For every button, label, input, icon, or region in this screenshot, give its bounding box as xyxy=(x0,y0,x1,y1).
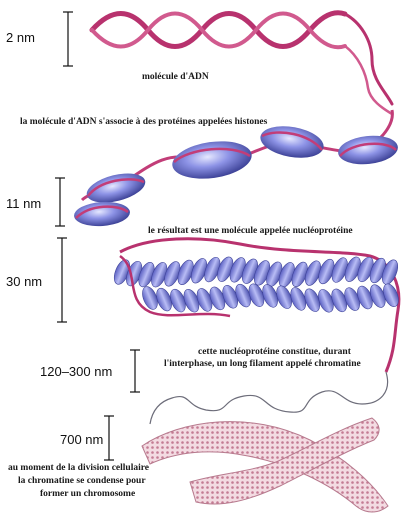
caption-chromatin-line1: cette nucléoprotéine constitue, durant xyxy=(198,346,408,358)
caption-division-line1: au moment de la division cellulaire xyxy=(8,462,228,474)
scale-label-11nm: 11 nm xyxy=(6,196,41,211)
caption-histones: la molécule d'ADN s'associe à des protéi… xyxy=(20,116,400,128)
scale-arrow-30nm xyxy=(57,238,67,322)
scale-label-30nm: 30 nm xyxy=(6,274,42,289)
chromatin-filament xyxy=(150,372,388,424)
caption-division-line3: former un chromosome xyxy=(40,488,230,500)
scale-label-120-300nm: 120–300 nm xyxy=(40,364,112,379)
dna-double-helix xyxy=(92,13,392,114)
scale-arrow-120-300nm xyxy=(130,350,140,392)
scale-label-700nm: 700 nm xyxy=(60,432,103,447)
caption-nucleoprotein: le résultat est une molécule appelée nuc… xyxy=(148,225,410,237)
caption-chromatin-line2: l'interphase, un long filament appelé ch… xyxy=(164,358,408,370)
scale-arrow-2nm xyxy=(63,12,73,66)
caption-dna-molecule: molécule d'ADN xyxy=(142,71,209,83)
coil-segments xyxy=(111,255,401,316)
scale-arrow-700nm xyxy=(104,416,114,460)
scale-label-2nm: 2 nm xyxy=(6,30,35,45)
caption-division-line2: la chromatine se condense pour xyxy=(18,475,228,487)
scale-arrow-11nm xyxy=(55,178,65,226)
